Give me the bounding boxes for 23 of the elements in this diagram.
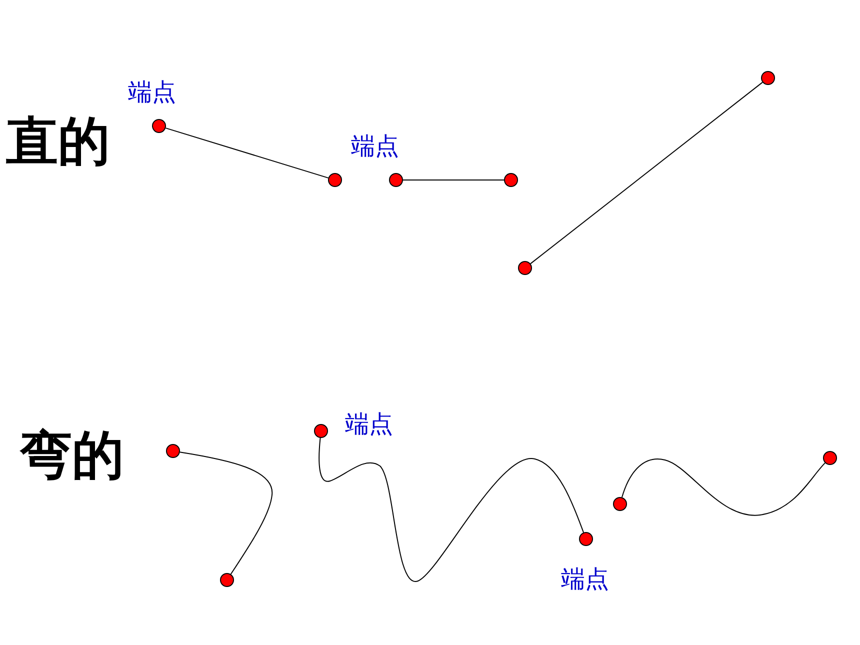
endpoint-dot [579,532,593,546]
endpoint-dot [504,173,518,187]
endpoint-dot [328,173,342,187]
curved-line [318,437,584,582]
straight-line [530,82,763,264]
endpoint-dot [152,119,166,133]
endpoint-dot [314,424,328,438]
endpoint-dot [613,497,627,511]
curved-line [621,458,826,516]
endpoint-label: 端点 [345,410,393,438]
endpoint-label: 端点 [351,132,399,160]
row-heading: 直的 [6,112,110,172]
endpoint-dot [518,261,532,275]
curved-line [179,452,272,575]
endpoint-dot [823,451,837,465]
endpoint-label: 端点 [561,565,609,593]
row-heading: 弯的 [20,426,124,486]
straight-line [165,128,329,178]
endpoint-label: 端点 [128,78,176,106]
endpoint-dot [761,71,775,85]
endpoint-dot [389,173,403,187]
endpoint-dot [166,444,180,458]
endpoint-dot [220,573,234,587]
